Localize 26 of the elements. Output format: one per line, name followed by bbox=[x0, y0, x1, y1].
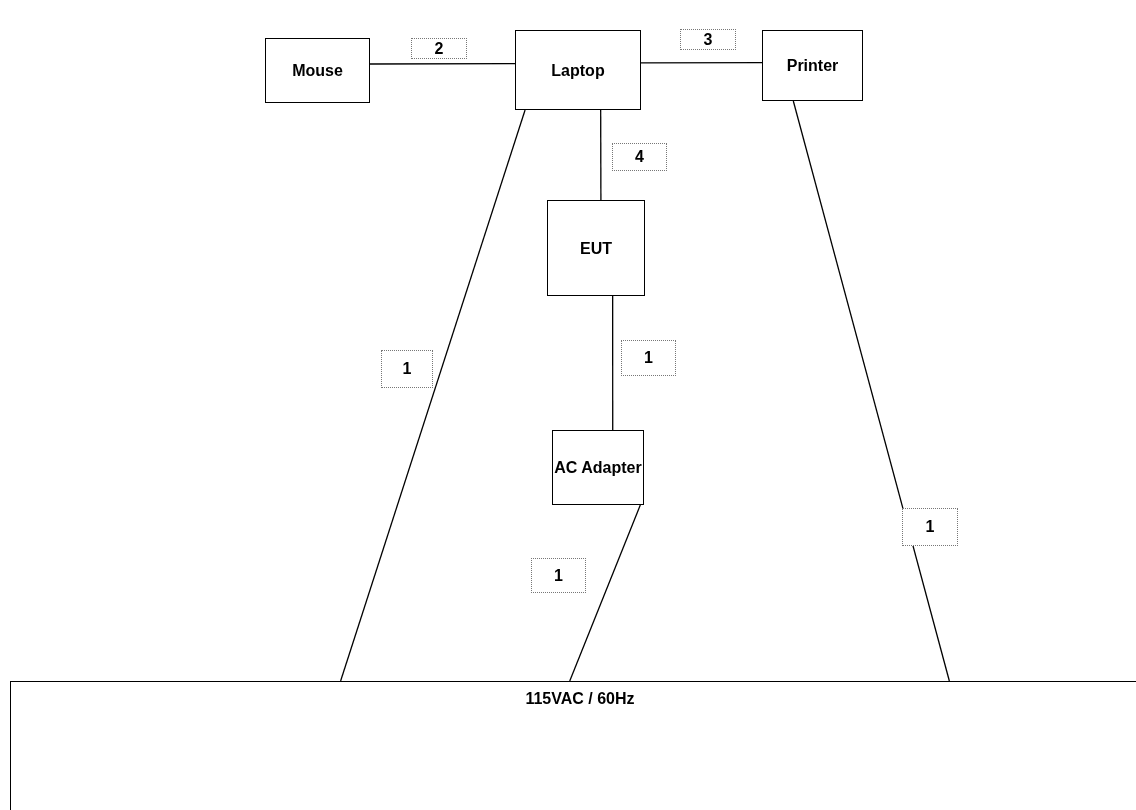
power-outlet-box bbox=[10, 681, 1136, 810]
cable-number: 1 bbox=[621, 340, 676, 376]
cable-number: 1 bbox=[531, 558, 586, 593]
device-box bbox=[552, 430, 644, 505]
cable-number: 1 bbox=[902, 508, 958, 546]
device-label: AC Adapter bbox=[554, 458, 642, 478]
cable-line bbox=[640, 62, 763, 64]
cable-number: 4 bbox=[612, 143, 667, 171]
device-label: Mouse bbox=[292, 61, 343, 81]
device-box bbox=[762, 30, 863, 101]
cable-line bbox=[612, 295, 614, 431]
device-label: Printer bbox=[786, 56, 839, 76]
device-box bbox=[515, 30, 641, 110]
device-box bbox=[547, 200, 645, 296]
device-label: 115VAC / 60Hz bbox=[525, 689, 635, 709]
cable-line bbox=[569, 504, 641, 682]
cable-number: 3 bbox=[680, 29, 736, 50]
device-label: EUT bbox=[580, 238, 612, 259]
cable-line bbox=[600, 109, 602, 201]
cable-line bbox=[369, 62, 516, 65]
device-box bbox=[265, 38, 370, 103]
cable-line bbox=[339, 109, 526, 682]
device-label: Laptop bbox=[551, 60, 605, 81]
cable-number: 2 bbox=[411, 38, 467, 59]
cable-number: 1 bbox=[381, 350, 433, 388]
cable-line bbox=[792, 100, 950, 682]
